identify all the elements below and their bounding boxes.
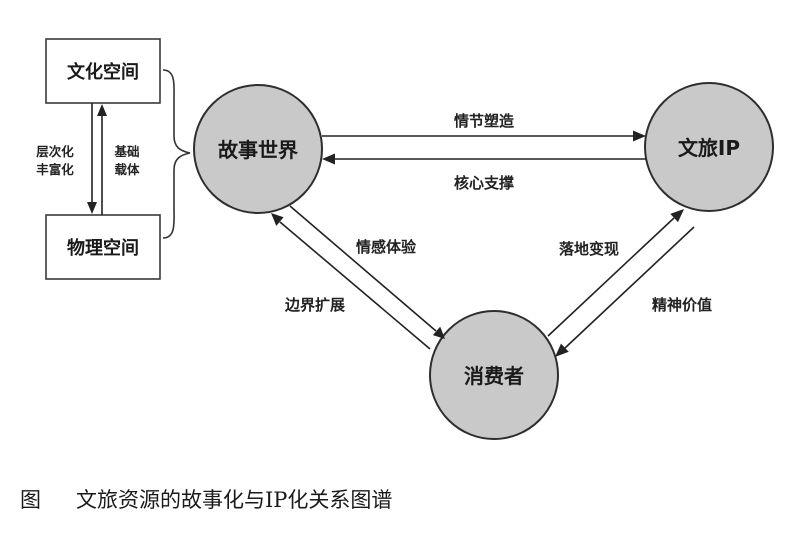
node-consumer: 消费者 [429,310,559,440]
story-to-ip-arrowhead [633,130,646,142]
story-to-consumer-arrowhead [432,326,445,339]
tourism-ip-label: 文旅IP [678,136,740,160]
edge-ip-to-story: 核心支撑 [322,153,646,192]
consumer-to-ip-arrowhead [670,209,684,223]
ip-to-consumer-line [564,226,695,349]
consumer-label: 消费者 [464,364,524,388]
story-to-consumer-label: 情感体验 [356,238,417,256]
edge-story-to-ip: 情节塑造 [322,112,646,142]
node-story-world: 故事世界 [193,84,323,214]
consumer-to-story-arrowhead [271,213,284,226]
ip-to-story-label: 核心支撑 [454,174,514,192]
ip-to-story-arrowhead [322,153,335,165]
up-arrowhead [97,104,107,116]
cultural-space-label: 文化空间 [67,61,139,83]
consumer-to-ip-line [547,217,675,337]
edge-story-to-consumer: 情感体验 [289,205,445,339]
node-tourism-ip: 文旅IP [644,82,774,212]
layered-label-line2: 丰富化 [36,162,74,177]
caption-prefix: 图 [20,488,41,512]
layered-label-line1: 层次化 [36,144,74,159]
story-world-label: 故事世界 [218,138,298,162]
tourism-ip-circle [644,82,774,212]
caption-text: 文旅资源的故事化与IP化关系图谱 [76,488,392,512]
physical-space-label: 物理空间 [67,237,139,259]
story-to-ip-label: 情节塑造 [454,112,514,130]
ip-to-consumer-label: 精神价值 [652,296,712,314]
consumer-to-story-label: 边界扩展 [284,296,345,314]
foundation-label-line2: 载体 [114,162,140,177]
foundation-label-line1: 基础 [113,144,139,159]
cultural-space-box [45,38,161,104]
down-arrowhead [87,202,97,214]
consumer-to-story-line [279,221,431,350]
consumer-to-ip-label: 落地变现 [559,240,619,258]
figure-caption: 图 文旅资源的故事化与IP化关系图谱 [20,488,392,512]
physical-space-box [45,214,161,280]
story-world-circle [193,84,323,214]
edge-ip-to-consumer: 精神价值 [555,226,712,357]
edge-consumer-to-story: 边界扩展 [271,213,431,350]
right-brace [162,69,191,239]
story-to-consumer-line [289,205,437,332]
edge-consumer-to-ip: 落地变现 [547,209,684,337]
consumer-circle [429,310,559,440]
ip-to-consumer-arrowhead [555,343,569,357]
left-panel: 文化空间 物理空间 层次化 丰富化 基础 载体 [36,38,191,280]
